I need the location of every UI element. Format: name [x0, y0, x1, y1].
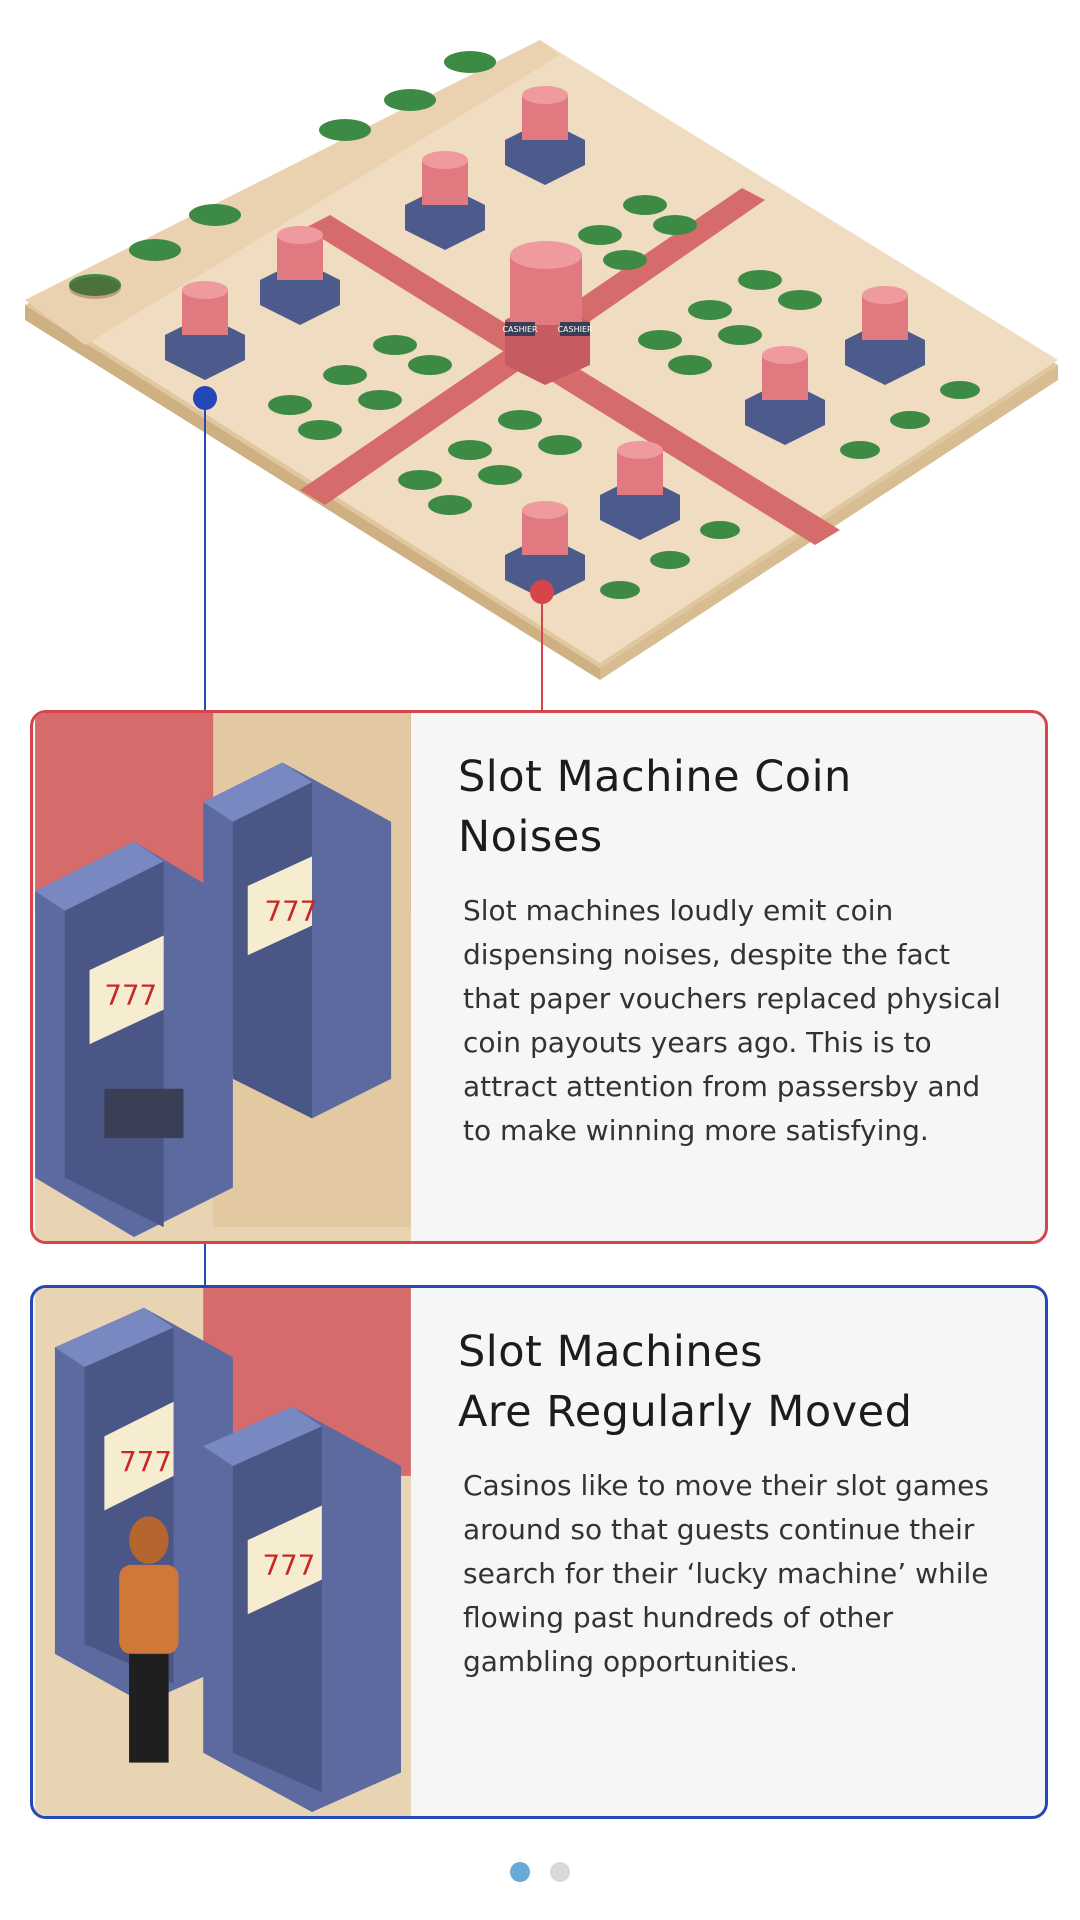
reel-symbols: 777 [119, 1445, 172, 1478]
card-title: Slot Machine Coin Noises [458, 752, 852, 862]
slot-cluster [745, 346, 825, 445]
card-body: Slot machines loudly emit coin dispensin… [463, 894, 1001, 1147]
slot-machines-art: 777 777 [35, 1288, 411, 1816]
cashier-sign-right: CASHIER [557, 325, 593, 334]
pagination-dot-1[interactable] [509, 1862, 530, 1882]
person-figure [119, 1516, 179, 1763]
pagination-dots [0, 1862, 1080, 1886]
card-title-line1: Slot Machines [458, 1327, 763, 1377]
red-marker-dot [530, 580, 554, 604]
card-body: Casinos like to move their slot games ar… [463, 1469, 989, 1678]
reel-symbols: 777 [263, 1549, 316, 1582]
blue-marker-dot [193, 386, 217, 410]
slot-cluster [600, 441, 680, 540]
carpet-walkway [305, 215, 840, 545]
gaming-table [700, 521, 740, 539]
gaming-table [69, 274, 121, 299]
pagination-dot-2[interactable] [550, 1862, 571, 1882]
gaming-table [840, 441, 880, 459]
gaming-table [538, 435, 582, 455]
gaming-table [358, 390, 402, 410]
gaming-table [323, 365, 367, 385]
card-slot-machine-coin-noises: 777 777 Slot Machine Coin Noises Slot ma… [30, 710, 1048, 1244]
gaming-table [384, 89, 436, 111]
gaming-table [578, 225, 622, 245]
gaming-table [638, 330, 682, 350]
slot-machine: 777 [203, 762, 392, 1119]
gaming-table [428, 495, 472, 515]
slot-cluster [845, 286, 925, 385]
gaming-table [373, 335, 417, 355]
cashier-cage: CASHIER CASHIER [502, 241, 593, 385]
gaming-table [718, 325, 762, 345]
gaming-table [890, 411, 930, 429]
gaming-table [623, 195, 667, 215]
gaming-table [778, 290, 822, 310]
gaming-table [668, 355, 712, 375]
gaming-table [129, 239, 181, 261]
gaming-table [319, 119, 371, 141]
card-title-line2: Are Regularly Moved [458, 1387, 913, 1437]
gaming-table [498, 410, 542, 430]
slot-machines-art: 777 777 [35, 713, 411, 1241]
gaming-table [444, 51, 496, 73]
slot-cluster [505, 501, 585, 600]
gaming-table [650, 551, 690, 569]
slot-machine: 777 [35, 841, 233, 1238]
gaming-table [688, 300, 732, 320]
gaming-table [298, 420, 342, 440]
gaming-table [189, 204, 241, 226]
gaming-table [448, 440, 492, 460]
gaming-table [738, 270, 782, 290]
slot-cluster [405, 151, 485, 250]
gaming-table [600, 581, 640, 599]
gaming-table [653, 215, 697, 235]
gaming-table [478, 465, 522, 485]
reel-symbols: 777 [265, 895, 318, 928]
cashier-sign-left: CASHIER [502, 325, 538, 334]
gaming-table [603, 250, 647, 270]
gaming-table [398, 470, 442, 490]
slot-cluster [165, 281, 245, 380]
slot-cluster [260, 226, 340, 325]
slot-machine: 777 [203, 1406, 401, 1813]
gaming-table [268, 395, 312, 415]
gaming-table [940, 381, 980, 399]
reel-symbols: 777 [104, 979, 157, 1012]
gaming-table [408, 355, 452, 375]
slot-cluster [505, 86, 585, 185]
